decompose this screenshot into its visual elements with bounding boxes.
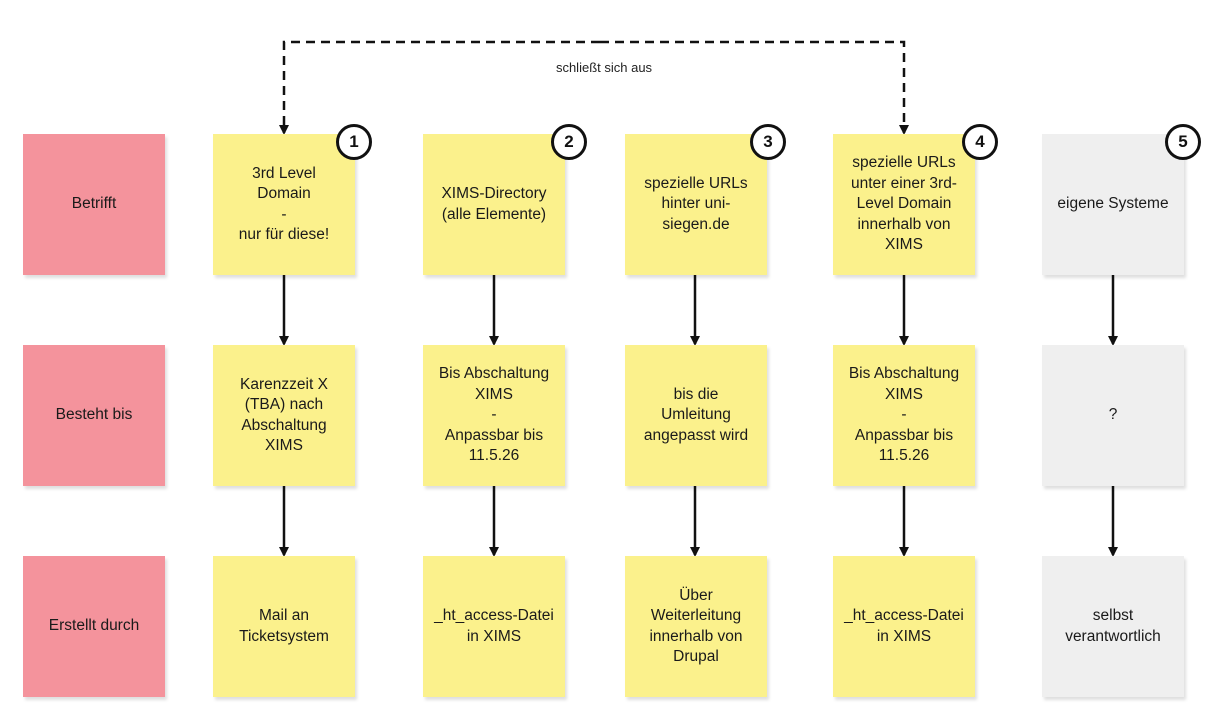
note-col3-besteht-bis[interactable]: bis die Umleitung angepasst wird: [625, 345, 767, 486]
number-badge-1: 1: [336, 124, 372, 160]
note-col5-besteht-bis[interactable]: ?: [1042, 345, 1184, 486]
note-col4-erstellt-durch[interactable]: _ht_access-Datei in XIMS: [833, 556, 975, 697]
exclusion-arrow-right: [600, 40, 909, 135]
number-badge-5: 5: [1165, 124, 1201, 160]
note-col1-betrifft[interactable]: 3rd Level Domain - nur für diese!: [213, 134, 355, 275]
note-col1-besteht-bis[interactable]: Karenzzeit X (TBA) nach Abschaltung XIMS: [213, 345, 355, 486]
exclusion-label: schließt sich aus: [555, 60, 653, 75]
note-col3-betrifft[interactable]: spezielle URLs hinter uni- siegen.de: [625, 134, 767, 275]
note-col2-besteht-bis[interactable]: Bis Abschaltung XIMS - Anpassbar bis 11.…: [423, 345, 565, 486]
row-label-erstellt-durch: Erstellt durch: [23, 556, 165, 697]
note-col1-erstellt-durch[interactable]: Mail an Ticketsystem: [213, 556, 355, 697]
note-col4-betrifft[interactable]: spezielle URLs unter einer 3rd- Level Do…: [833, 134, 975, 275]
note-col5-erstellt-durch[interactable]: selbst verantwortlich: [1042, 556, 1184, 697]
note-col3-erstellt-durch[interactable]: Über Weiterleitung innerhalb von Drupal: [625, 556, 767, 697]
row-label-besteht-bis: Besteht bis: [23, 345, 165, 486]
exclusion-arrow-left: [279, 40, 600, 135]
note-col4-besteht-bis[interactable]: Bis Abschaltung XIMS - Anpassbar bis 11.…: [833, 345, 975, 486]
number-badge-4: 4: [962, 124, 998, 160]
number-badge-2: 2: [551, 124, 587, 160]
note-col2-betrifft[interactable]: XIMS-Directory (alle Elemente): [423, 134, 565, 275]
note-col2-erstellt-durch[interactable]: _ht_access-Datei in XIMS: [423, 556, 565, 697]
number-badge-3: 3: [750, 124, 786, 160]
row-label-betrifft: Betrifft: [23, 134, 165, 275]
note-col5-betrifft[interactable]: eigene Systeme: [1042, 134, 1184, 275]
